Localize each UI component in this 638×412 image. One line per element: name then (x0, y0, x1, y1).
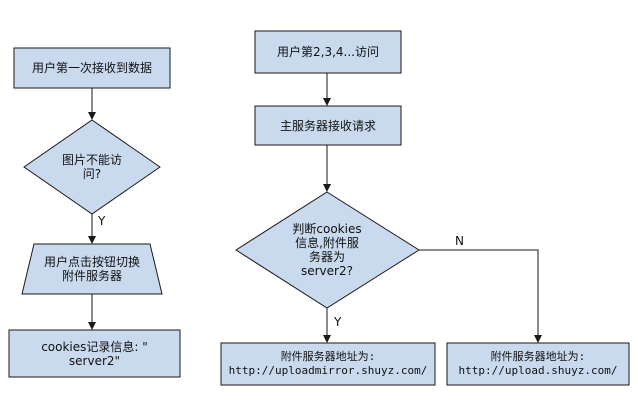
main-receive-box (254, 105, 402, 146)
first-receive-box (13, 47, 171, 89)
edge-label-no-right: N (455, 234, 464, 248)
addr-upload-text: 附件服务器地址为: http://upload.shuyz.com/ (458, 350, 618, 377)
first-receive-text: 用户第一次接收到数据 (31, 61, 152, 75)
edge-judge-to-upload (419, 249, 542, 343)
addr-mirror-box (220, 342, 436, 386)
addr-upload-box (446, 342, 630, 386)
user-visits-text: 用户第2,3,4...访问 (277, 45, 379, 59)
edge-label-yes-left: Y (98, 214, 106, 228)
user-visits-box (254, 30, 402, 74)
click-switch-text: 用户点击按钮切换 附件服务器 (43, 255, 140, 283)
judge-cookies-text: 判断cookies 信息,附件服 务器为 server2? (292, 222, 362, 278)
addr-mirror-text: 附件服务器地址为: http://uploadmirror.shuyz.com/ (228, 350, 428, 377)
cannot-access-text: 图片不能访 问? (61, 153, 122, 181)
cookies-record-box (8, 329, 181, 378)
edge-label-yes-right: Y (334, 315, 342, 329)
main-receive-text: 主服务器接收请求 (279, 118, 376, 133)
click-switch-trapezoid (21, 243, 163, 295)
cookies-record-text: cookies记录信息: " server2" (41, 339, 148, 368)
